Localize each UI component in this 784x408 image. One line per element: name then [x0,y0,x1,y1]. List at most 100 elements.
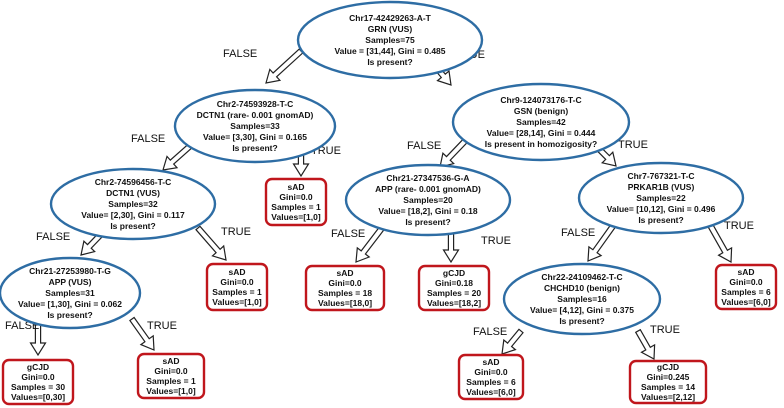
node-ellipse [49,167,217,241]
leaf-text-line-1: Gini=0.245 [647,372,690,382]
leaf-text-line-1: Gini=0.0 [328,278,362,288]
node-ellipse [577,161,745,235]
branch-label-false: FALSE [561,227,595,239]
leaf-text-line-0: gCJD [27,362,49,372]
node-text-line-3: Value= [3,30], Gini = 0.165 [203,132,307,142]
leaf-box [205,262,269,312]
node-text-line-4: Is present? [405,217,450,227]
leaf-text-line-2: Samples = 1 [271,202,321,212]
leaf-text-line-0: sAD [162,356,179,366]
node-text-line-1: CHCHD10 (benign) [544,283,620,293]
node-text-line-4: Is present? [559,316,604,326]
node-text-line-0: Chr17-42429263-A-T [349,13,432,23]
leaf-text-line-2: Samples = 30 [11,382,65,392]
node-text-line-3: Value= [28,14], Gini = 0.444 [487,128,596,138]
node-text-line-0: Chr21-27253980-T-G [29,266,111,276]
leaf-box [714,263,778,311]
edge-root-n1: FALSE [223,48,304,84]
leaf-text-line-1: Gini=0.0 [21,372,55,382]
node-ellipse [502,262,662,336]
node-text-line-1: GSN (benign) [514,106,568,116]
branch-label-true: TRUE [481,235,511,247]
leaf-box [304,264,386,312]
node-text-line-3: Value = [31,44], Gini = 0.485 [334,46,445,56]
branch-label-true: TRUE [724,220,754,232]
leaf-text-line-1: Gini=0.0 [279,192,313,202]
edge-n3-leaf_b: TRUE [195,225,251,261]
branch-label-false: FALSE [223,48,257,60]
node-text-line-1: APP (VUS) [49,277,92,287]
node-text-line-1: DCTN1 (rare- 0.001 gnomAD) [197,110,314,120]
node-text-line-0: Chr21-27347536-G-A [386,173,469,183]
branch-arrow [501,328,524,355]
leaf-box [136,352,206,400]
edge-n7-leaf_i: TRUE [634,324,680,360]
branch-label-true: TRUE [650,324,680,336]
node-text-line-3: Value= [18,2], Gini = 0.18 [378,206,477,216]
leaf-text-line-0: gCJD [443,268,465,278]
leaf-text-line-2: Samples = 1 [212,287,262,297]
branch-arrow [587,223,616,262]
leaf-text-line-3: Values=[1,0] [212,297,262,307]
leaf-text-line-2: Samples = 6 [466,377,516,387]
leaf-box [628,359,708,405]
branch-label-false: FALSE [331,228,365,240]
edge-n4-leaf_c: FALSE [331,225,385,263]
node-text-line-2: Samples=32 [108,199,158,209]
edge-n7-leaf_h: FALSE [473,326,524,355]
node-text-line-3: Value= [1,30], Gini = 0.062 [18,299,122,309]
node-text-line-1: APP (rare- 0.001 gnomAD) [375,184,481,194]
node-text-line-4: Is present? [232,143,277,153]
node-text-line-0: Chr9-124073176-T-C [500,95,581,105]
leaf-text-line-3: Values=[1,0] [271,212,321,222]
node-text-line-2: Samples=16 [557,294,607,304]
branch-arrow [442,231,460,264]
branch-label-true: TRUE [618,139,648,151]
leaf-text-line-2: Samples = 1 [146,376,196,386]
branch-label-false: FALSE [131,133,165,145]
node-text-line-3: Value= [4,12], Gini = 0.375 [530,305,634,315]
node-text-line-0: Chr22-24109462-T-C [541,272,622,282]
branch-arrow [265,48,304,84]
node-text-line-3: Value= [2,30], Gini = 0.117 [81,210,185,220]
leaf-text-line-0: sAD [228,267,245,277]
node-text-line-1: DCTN1 (VUS) [106,188,160,198]
edge-n2-n4: FALSE [407,137,469,168]
leaf-text-line-0: sAD [287,182,304,192]
leaf-text-line-0: sAD [482,357,499,367]
node-text-line-2: Samples=31 [45,288,95,298]
node-text-line-4: Is present in homozigosity? [485,139,597,149]
leaf-text-line-3: Values=[18,0] [318,298,372,308]
node-text-line-1: PRKAR1B (VUS) [628,182,695,192]
leaf-text-line-3: Values=[2,12] [641,392,695,402]
branch-arrow [439,137,469,168]
branch-arrow [129,316,155,351]
leaf-text-line-0: sAD [737,267,754,277]
node-text-line-4: Is present? [110,221,155,231]
leaf-text-line-3: Values=[18,2] [427,298,481,308]
branch-label-false: FALSE [36,231,70,243]
leaf-text-line-3: Values=[1,0] [146,386,196,396]
leaf-text-line-0: sAD [336,268,353,278]
leaf-box [417,264,491,312]
node-text-line-4: Is present? [367,57,412,67]
leaf-text-line-1: Gini=0.0 [220,277,254,287]
node-text-line-0: Chr2-74593928-T-C [217,99,294,109]
leaf-text-line-1: Gini=0.18 [435,278,473,288]
node-ellipse [296,0,484,80]
